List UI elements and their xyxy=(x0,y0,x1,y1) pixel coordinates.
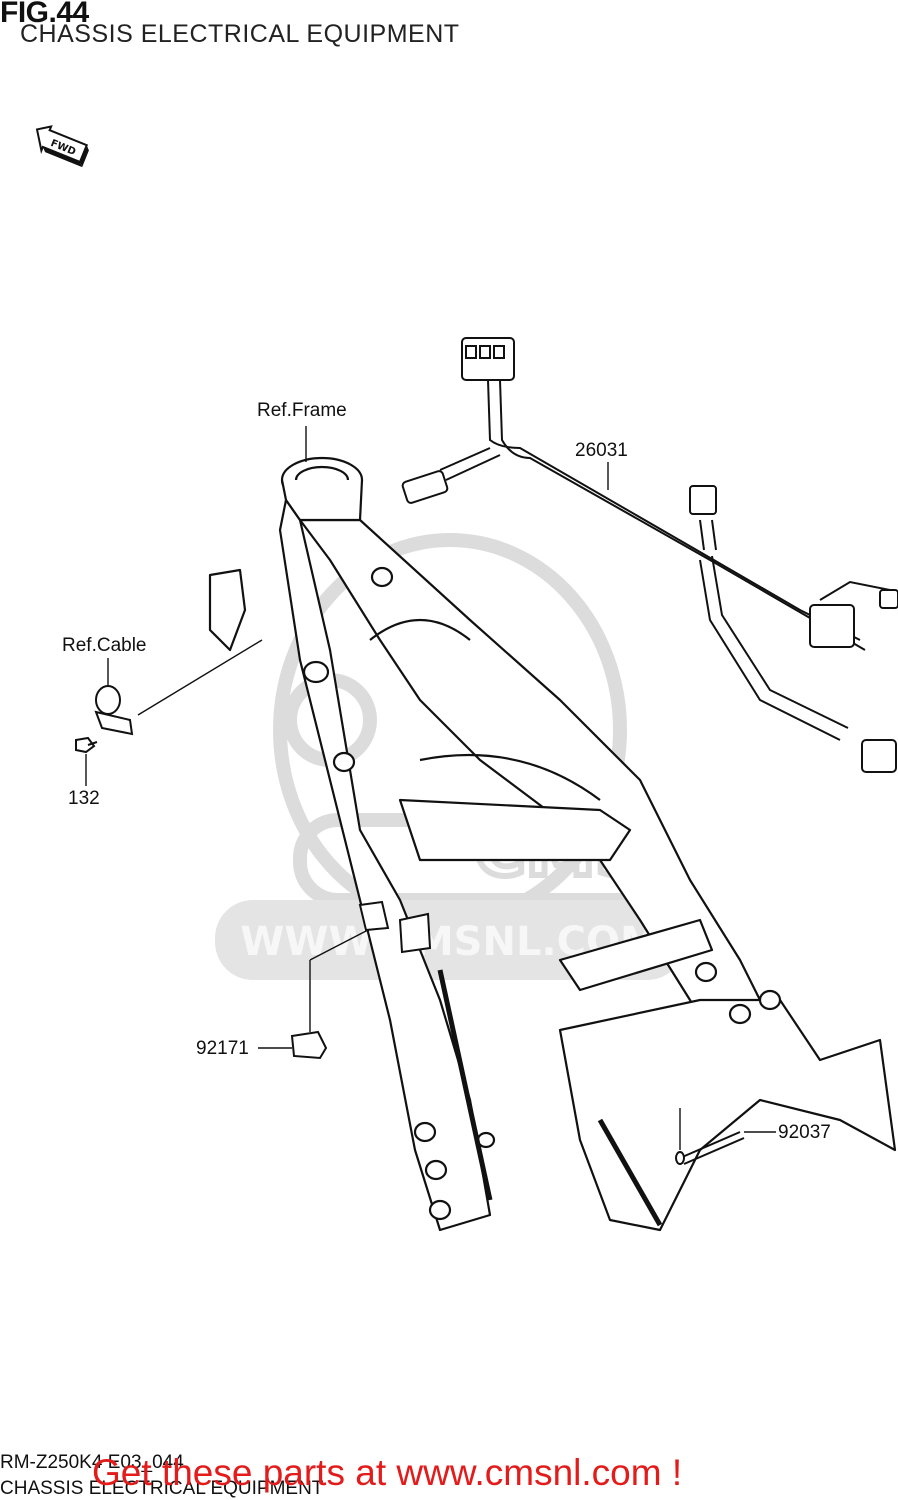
band-92037 xyxy=(675,1131,745,1165)
fwd-arrow-icon: FWD xyxy=(35,125,89,168)
clamp-92171 xyxy=(290,900,432,1060)
footer-title: CHASSIS ELECTRICAL EQUIPMENT xyxy=(0,1478,324,1499)
figure-number: FIG.44 xyxy=(0,0,89,29)
label-ref-frame: Ref.Frame xyxy=(257,400,347,421)
connectors xyxy=(401,337,898,773)
model-code: RM-Z250K4 E03_044 xyxy=(0,1452,184,1473)
label-part-132: 132 xyxy=(68,788,100,809)
frame xyxy=(208,456,897,1232)
bolt-132 xyxy=(75,736,98,754)
label-part-26031: 26031 xyxy=(575,440,628,461)
label-part-92037: 92037 xyxy=(778,1122,831,1143)
promo-link[interactable]: Get these parts at www.cmsnl.com ! xyxy=(92,1452,683,1493)
cable-clamp-ref xyxy=(94,685,134,736)
leader-lines xyxy=(85,426,776,1150)
page-subtitle: CHASSIS ELECTRICAL EQUIPMENT xyxy=(20,20,460,48)
wiring-harness xyxy=(439,379,891,741)
label-part-92171: 92171 xyxy=(196,1038,249,1059)
label-ref-cable: Ref.Cable xyxy=(62,635,147,656)
